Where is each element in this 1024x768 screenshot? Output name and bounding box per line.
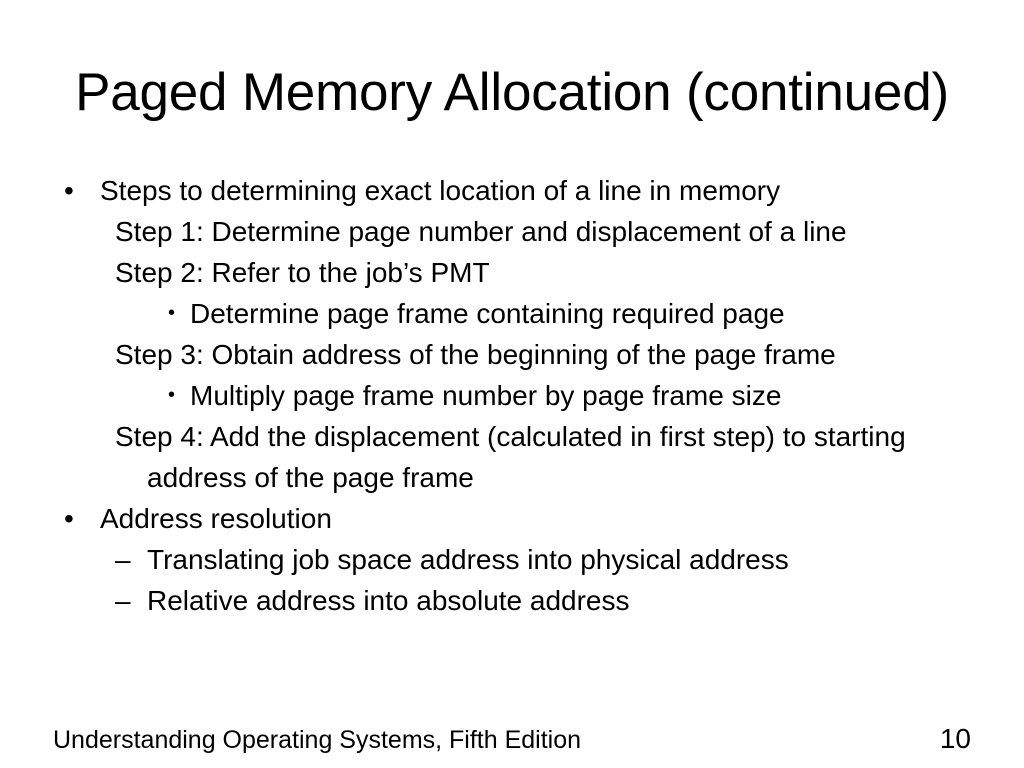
bullet-item-level3: • Determine page frame containing requir…	[0, 293, 1024, 334]
bullet-item-step-3: Step 3: Obtain address of the beginning …	[0, 334, 1024, 375]
slide-body-content: • Steps to determining exact location of…	[0, 170, 1024, 621]
bullet-text: Multiply page frame number by page frame…	[190, 380, 782, 411]
bullet-item-level3: • Multiply page frame number by page fra…	[0, 375, 1024, 416]
slide-title: Paged Memory Allocation (continued)	[75, 63, 949, 122]
bullet-marker-icon: •	[64, 175, 74, 206]
bullet-text: Step 2: Refer to the job’s PMT	[115, 257, 490, 288]
bullet-item-dash: – Relative address into absolute address	[0, 580, 1024, 621]
dash-marker-icon: –	[115, 585, 131, 616]
bullet-text-continued: address of the page frame	[147, 462, 474, 493]
bullet-text: Determine page frame containing required…	[190, 298, 785, 329]
bullet-text: Translating job space address into physi…	[147, 544, 789, 575]
bullet-item-step-2: Step 2: Refer to the job’s PMT	[0, 252, 1024, 293]
bullet-text: Steps to determining exact location of a…	[100, 175, 781, 206]
bullet-marker-icon: •	[64, 503, 74, 534]
footer-book-title: Understanding Operating Systems, Fifth E…	[53, 726, 582, 754]
bullet-text: Relative address into absolute address	[147, 585, 630, 616]
bullet-item-dash: – Translating job space address into phy…	[0, 539, 1024, 580]
footer-page-number: 10	[939, 723, 971, 754]
bullet-marker-icon: •	[168, 302, 176, 324]
bullet-text: Step 4: Add the displacement (calculated…	[115, 421, 906, 452]
bullet-text: Address resolution	[100, 503, 332, 534]
bullet-marker-icon: •	[168, 384, 176, 406]
bullet-item-step-4: Step 4: Add the displacement (calculated…	[0, 416, 962, 498]
slide-footer: Understanding Operating Systems, Fifth E…	[53, 723, 971, 756]
bullet-text: Step 3: Obtain address of the beginning …	[115, 339, 836, 370]
bullet-item-level1: • Address resolution	[0, 498, 1024, 539]
dash-marker-icon: –	[115, 544, 131, 575]
bullet-item-step-1: Step 1: Determine page number and displa…	[0, 211, 1024, 252]
bullet-item-level1: • Steps to determining exact location of…	[0, 170, 1024, 211]
bullet-text: Step 1: Determine page number and displa…	[115, 216, 847, 247]
